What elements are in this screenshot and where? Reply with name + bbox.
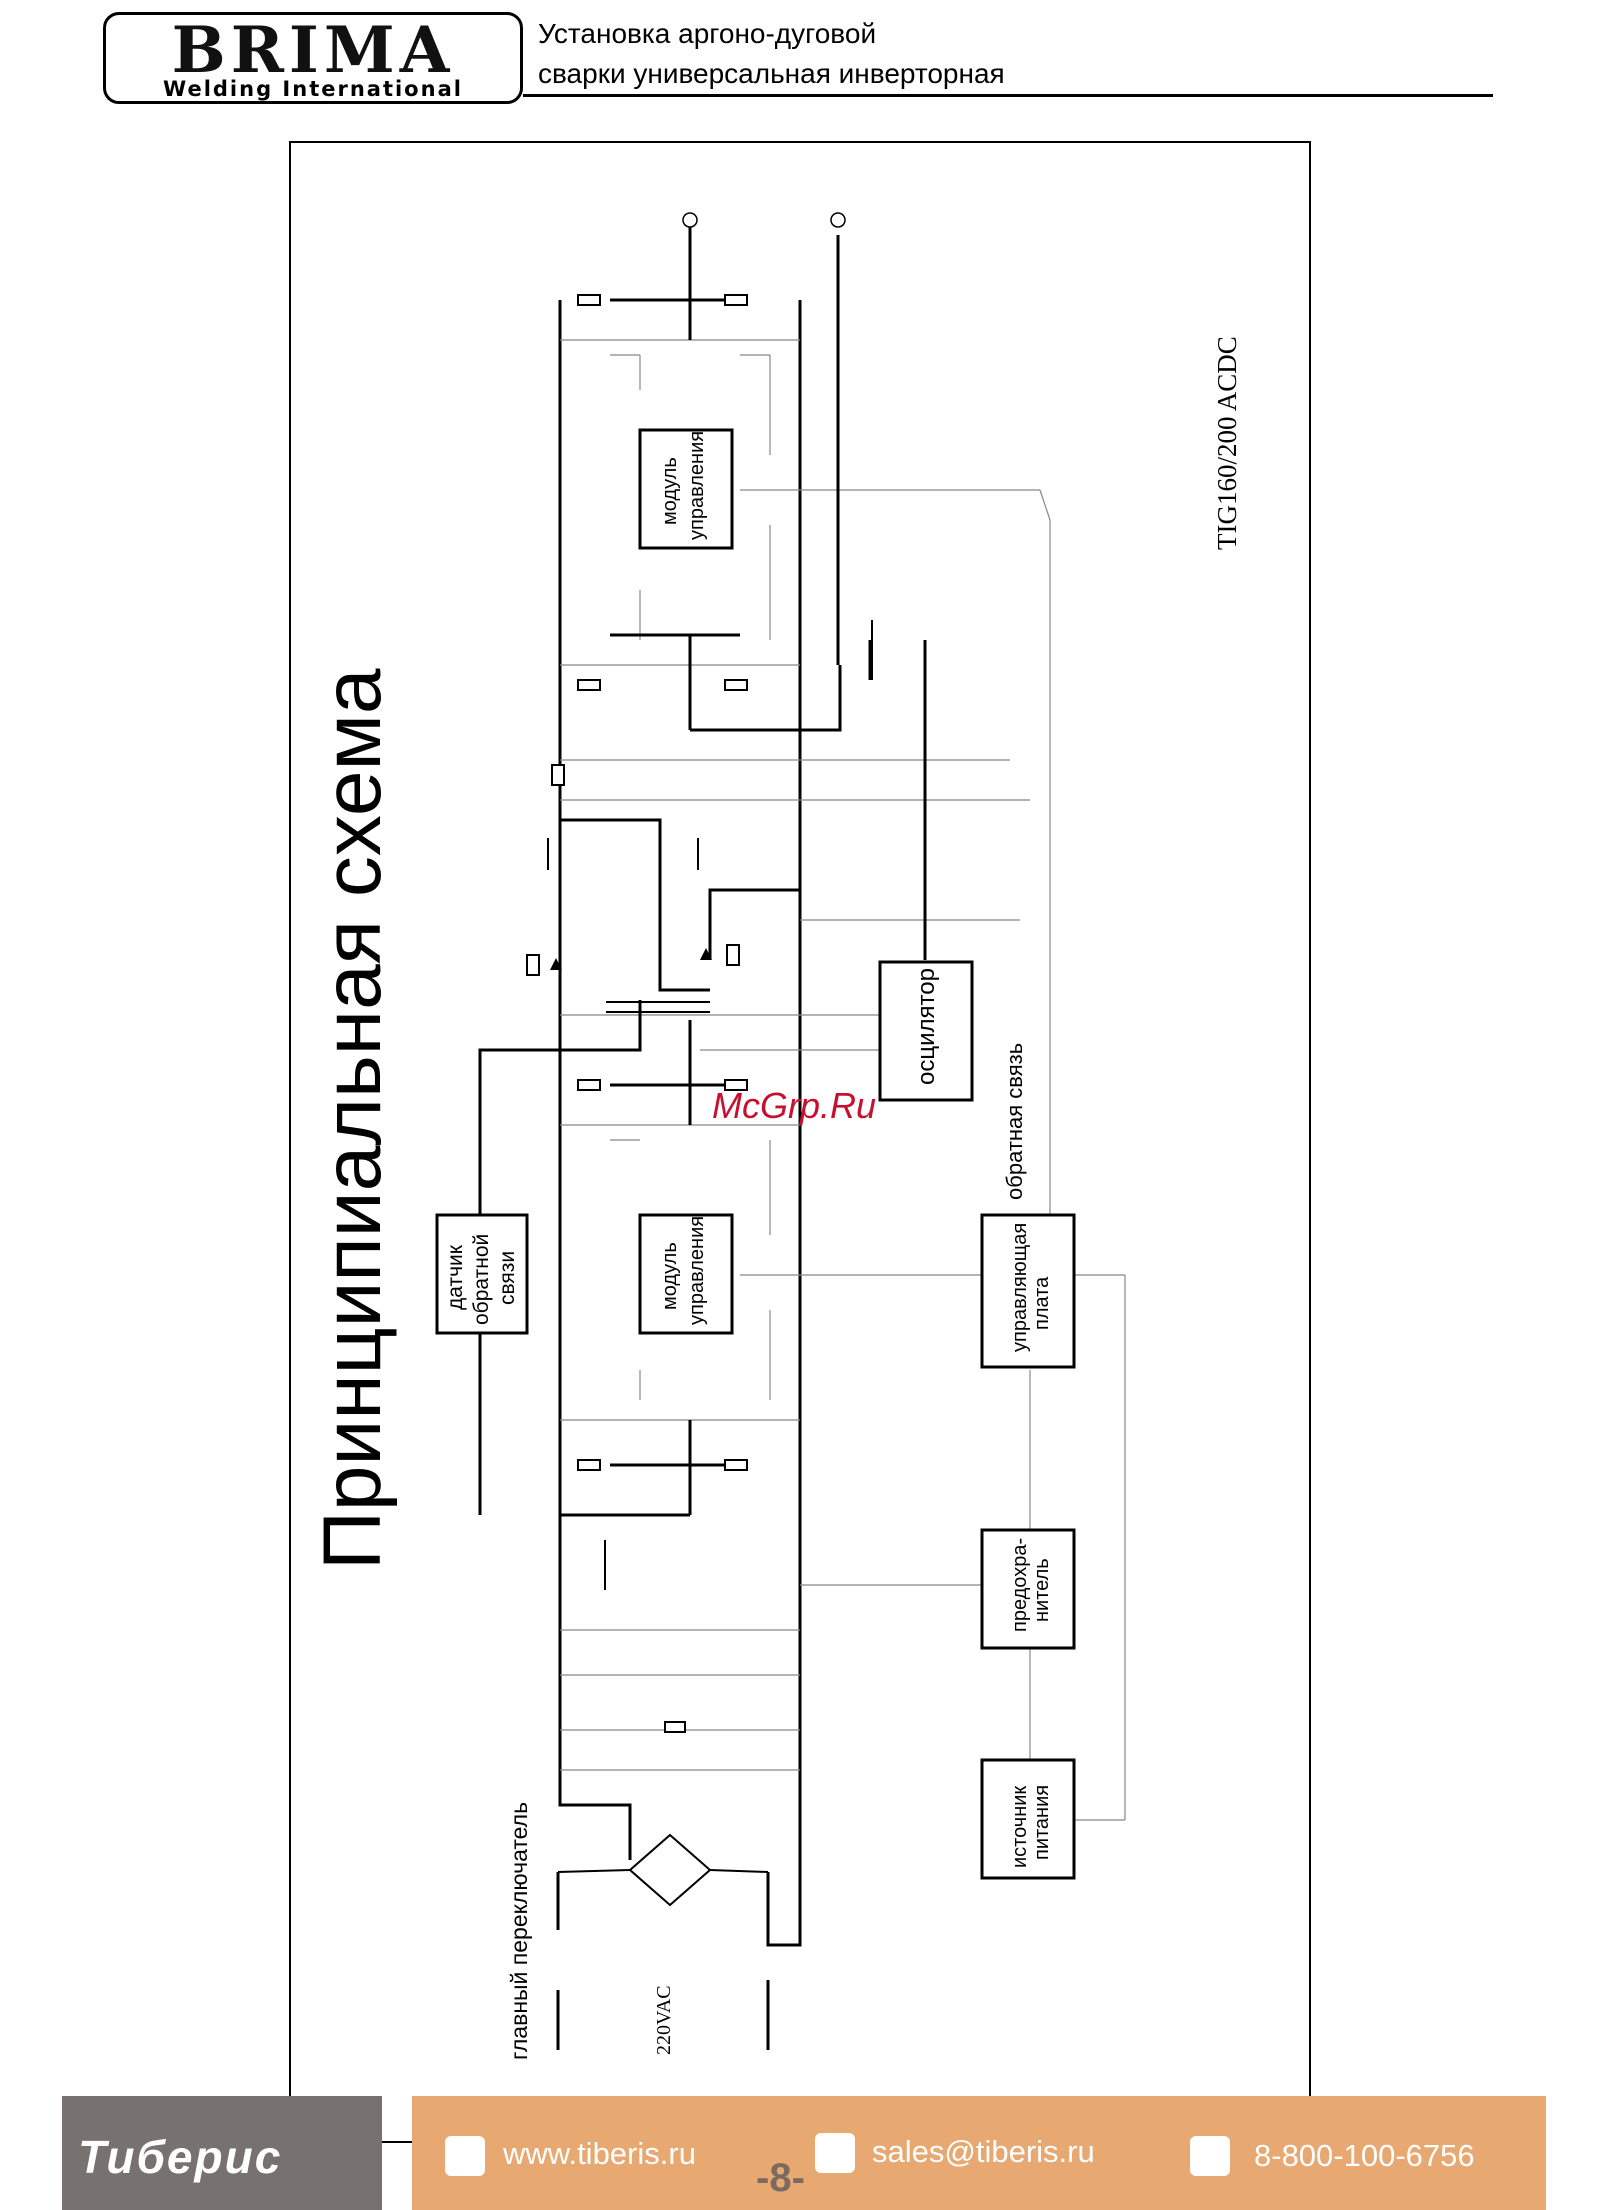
oscillator-label: осцилятор (913, 968, 940, 1085)
control-module-bottom-line1: модуль (659, 1242, 681, 1310)
title-line-1: Установка аргоно-дуговой (538, 18, 877, 49)
transformers (547, 620, 873, 1590)
website-link[interactable]: www.tiberis.ru (503, 2136, 696, 2171)
footer-brand-panel (62, 2096, 382, 2210)
logo-subtitle: Welding International (163, 77, 463, 101)
header-rule (523, 94, 1493, 97)
control-module-top-line1: модуль (659, 457, 681, 525)
page-number: -8- (756, 2156, 805, 2200)
footer-contact-panel (412, 2096, 1546, 2210)
cursor-icon (445, 2136, 485, 2176)
control-board-line1: управляющая (1009, 1223, 1031, 1352)
feedback-sensor-line2: обратной (470, 1234, 493, 1325)
document-title: Установка аргоно-дуговой сварки универса… (538, 14, 1005, 94)
oscillator-block: осцилятор (878, 960, 974, 1102)
footer-brand: Тиберис (78, 2131, 283, 2183)
power-source-line2: питания (1031, 1785, 1053, 1860)
diode-2 (700, 948, 712, 960)
passive-components (526, 294, 748, 1733)
fuse-block: предохра- нитель (980, 1528, 1076, 1650)
power-source-block: источник питания (980, 1758, 1076, 1880)
phone-icon (1190, 2136, 1230, 2176)
output-terminal-1 (682, 212, 698, 228)
control-module-bottom-line2: управления (686, 1216, 708, 1325)
feedback-sensor-line3: связи (496, 1251, 519, 1305)
dc-bus (556, 300, 802, 2050)
control-module-top-line2: управления (686, 431, 708, 540)
voltage-label: 220VAC (653, 1985, 675, 2055)
feedback-label: обратная связь (1002, 1043, 1027, 1200)
main-switch-label: главный переключатель (506, 1802, 532, 2060)
model-label: TIG160/200 ACDC (1212, 336, 1242, 550)
control-board-block: управляющая плата (980, 1213, 1076, 1369)
diagram-heading: Принципиальная схема (307, 668, 398, 1570)
output-terminal-2 (830, 212, 846, 228)
phone-number: 8-800-100-6756 (1254, 2138, 1475, 2173)
power-source-line1: источник (1009, 1786, 1031, 1868)
rectifier-bridge (557, 1833, 769, 1907)
control-module-bottom: модуль управления (638, 1213, 734, 1335)
mail-icon (815, 2133, 855, 2173)
logo-brand-text: BRIMA (171, 13, 455, 88)
control-wiring (560, 339, 1126, 1821)
fuse-line1: предохра- (1009, 1538, 1031, 1632)
email-link[interactable]: sales@tiberis.ru (872, 2134, 1095, 2169)
diode-1 (550, 958, 562, 970)
watermark: McGrp.Ru (712, 1085, 876, 1126)
feedback-sensor-block: датчик обратной связи (435, 1213, 529, 1335)
title-line-2: сварки универсальная инверторная (538, 58, 1005, 89)
fuse-line2: нитель (1031, 1558, 1053, 1622)
brima-logo: BRIMA Welding International (103, 12, 523, 104)
control-board-line2: плата (1031, 1276, 1053, 1330)
control-module-top: модуль управления (638, 428, 734, 550)
feedback-sensor-line1: датчик (444, 1244, 467, 1310)
